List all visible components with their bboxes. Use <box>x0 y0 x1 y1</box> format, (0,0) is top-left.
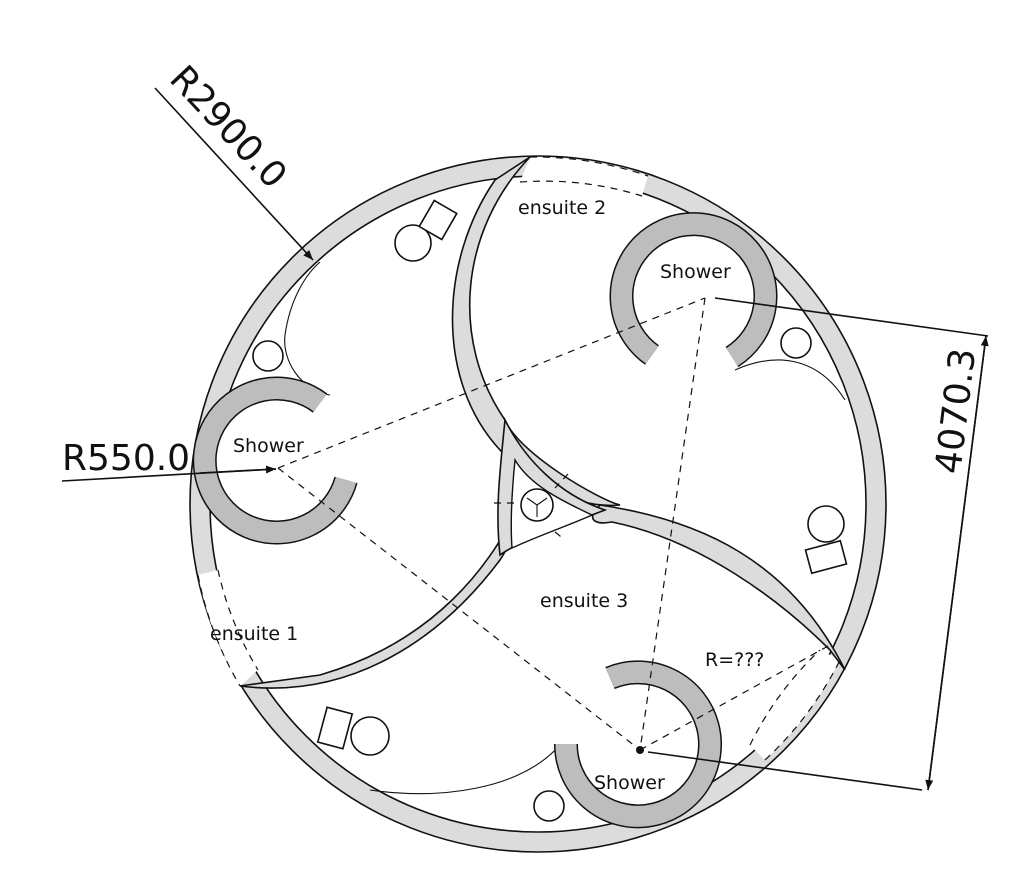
shower-label-top: Shower <box>660 261 731 283</box>
cistern-icon <box>316 706 354 750</box>
basin-icon <box>780 327 812 359</box>
cistern-icon <box>804 539 848 575</box>
shower-radius-label: R550.0 <box>62 438 190 479</box>
room-label-ensuite-1: ensuite 1 <box>210 623 298 645</box>
partition-walls <box>239 156 846 689</box>
basin-icon <box>252 340 284 372</box>
dimension-outer-radius: R2900.0 <box>154 58 314 261</box>
basin-icon <box>533 790 565 822</box>
shower-label-left: Shower <box>233 435 304 457</box>
shower-label-bottom: Shower <box>594 772 665 794</box>
span-label: 4070.3 <box>928 346 984 476</box>
door-openings <box>197 156 841 761</box>
fixtures <box>252 199 848 822</box>
unknown-radius-label: R=??? <box>705 649 764 671</box>
room-label-ensuite-3: ensuite 3 <box>540 590 628 612</box>
toilet-icon <box>394 224 432 262</box>
showers <box>192 212 778 829</box>
construction-lines <box>277 297 831 754</box>
toilet-icon <box>350 716 390 756</box>
dimension-shower-radius: R550.0 <box>61 438 277 482</box>
outer-radius-label: R2900.0 <box>161 58 294 196</box>
cistern-icon <box>418 199 458 241</box>
room-label-ensuite-2: ensuite 2 <box>518 197 606 219</box>
toilet-icon <box>807 505 845 543</box>
